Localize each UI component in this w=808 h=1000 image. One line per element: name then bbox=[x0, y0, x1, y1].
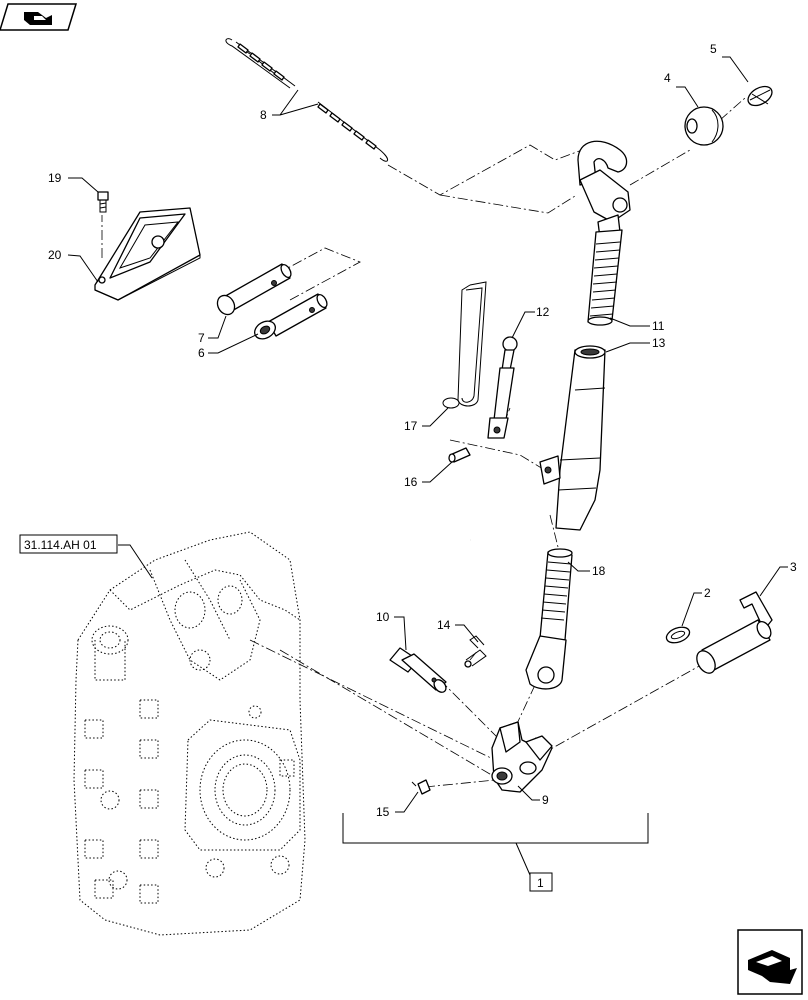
reference-label: 31.114.AH 01 bbox=[24, 538, 97, 552]
callout-11: 11 bbox=[652, 319, 665, 333]
next-page-arrow-icon[interactable] bbox=[737, 929, 803, 995]
center-lines bbox=[101, 97, 746, 788]
callout-5: 5 bbox=[710, 42, 717, 56]
pin-part-7 bbox=[216, 263, 292, 316]
pin-part-6 bbox=[254, 293, 328, 340]
callout-14: 14 bbox=[437, 618, 451, 632]
leader-lines bbox=[67, 56, 788, 813]
callout-labels: 19 20 8 7 6 4 5 11 13 12 17 16 18 10 14 … bbox=[48, 42, 797, 819]
hook-link-part-11 bbox=[577, 140, 631, 326]
callout-15: 15 bbox=[376, 805, 390, 819]
callout-19: 19 bbox=[48, 171, 62, 185]
latch-rod-part-12 bbox=[487, 336, 518, 439]
previous-page-arrow-icon[interactable] bbox=[0, 3, 78, 31]
spring-wire-part-17 bbox=[442, 281, 487, 409]
rear-housing-reference bbox=[73, 531, 306, 936]
clip-part-5 bbox=[747, 85, 773, 107]
clevis-pin-part-10 bbox=[389, 647, 447, 693]
callout-2: 2 bbox=[704, 586, 711, 600]
callout-20: 20 bbox=[48, 248, 62, 262]
callout-16: 16 bbox=[404, 475, 418, 489]
reference-link-box[interactable]: 31.114.AH 01 bbox=[19, 534, 118, 554]
chain-part-8 bbox=[225, 38, 388, 162]
callout-17: 17 bbox=[404, 419, 418, 433]
pin-part-16 bbox=[448, 447, 471, 463]
callout-7: 7 bbox=[198, 331, 205, 345]
callout-6: 6 bbox=[198, 346, 205, 360]
assembly-number-box: 1 bbox=[529, 872, 553, 892]
callout-3: 3 bbox=[790, 560, 797, 574]
tube-part-13 bbox=[539, 345, 606, 531]
callout-4: 4 bbox=[664, 71, 671, 85]
bracket-part-20 bbox=[94, 207, 201, 301]
assembly-number: 1 bbox=[537, 876, 544, 890]
ring-part-2 bbox=[665, 626, 691, 644]
bolt-part-15 bbox=[411, 779, 431, 795]
spring-clip-part-14 bbox=[464, 635, 487, 668]
callout-9: 9 bbox=[542, 793, 549, 807]
clevis-part-9 bbox=[491, 721, 553, 793]
callout-18: 18 bbox=[592, 564, 606, 578]
callout-10: 10 bbox=[376, 610, 390, 624]
pin-part-3 bbox=[696, 591, 773, 674]
threaded-link-part-18 bbox=[525, 548, 573, 690]
ball-part-4 bbox=[684, 106, 724, 146]
bolt-part-19 bbox=[97, 191, 109, 213]
callout-8: 8 bbox=[260, 108, 267, 122]
assembly-bracket bbox=[342, 813, 649, 876]
callout-13: 13 bbox=[652, 336, 666, 350]
callout-12: 12 bbox=[536, 305, 550, 319]
